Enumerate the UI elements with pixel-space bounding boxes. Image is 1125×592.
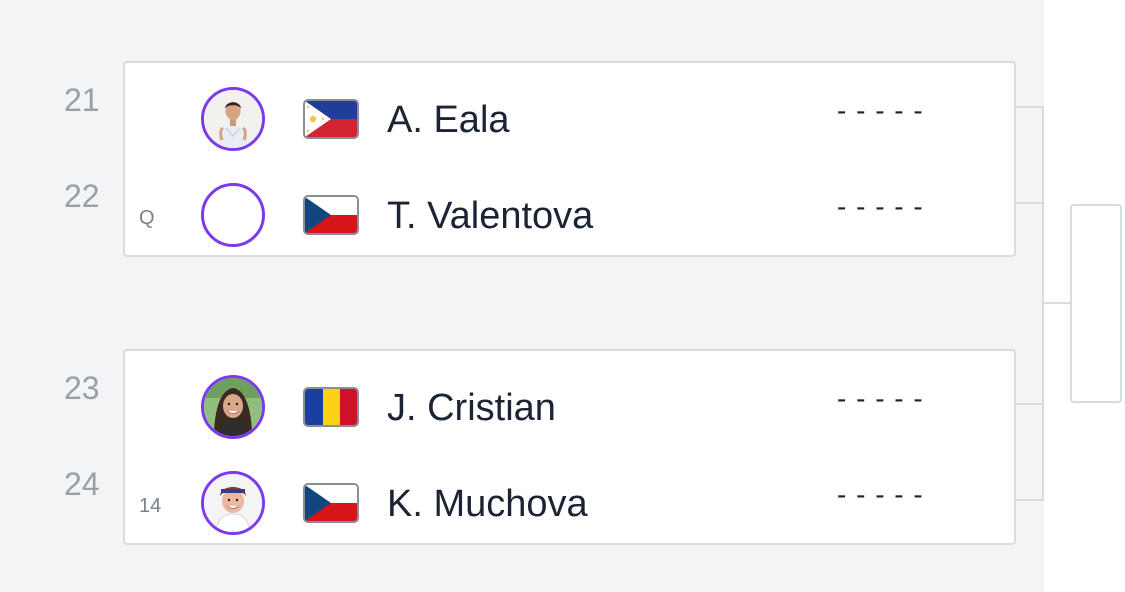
player-avatar[interactable] xyxy=(201,375,265,439)
draw-number: 24 xyxy=(64,466,100,502)
score-placeholder: - - - - - xyxy=(837,95,924,126)
czech-flag-icon xyxy=(303,195,359,235)
philippines-flag-icon xyxy=(303,99,359,139)
player-name[interactable]: T. Valentova xyxy=(387,195,594,237)
player-avatar[interactable] xyxy=(201,87,265,151)
seed-label: Q xyxy=(139,207,155,229)
player-row[interactable]: J. Cristian - - - - - xyxy=(125,349,1014,445)
score-placeholder: - - - - - xyxy=(837,479,924,510)
draw-number: 21 xyxy=(64,82,100,118)
next-round-slot[interactable] xyxy=(1070,204,1122,403)
empty-avatar[interactable] xyxy=(201,183,265,247)
player-name[interactable]: J. Cristian xyxy=(387,387,556,429)
player-name[interactable]: A. Eala xyxy=(387,99,510,141)
seed-label: 14 xyxy=(139,495,162,517)
draw-number: 23 xyxy=(64,370,100,406)
player-row[interactable]: A. Eala - - - - - xyxy=(125,61,1014,157)
player-row[interactable]: 14 K. Muc xyxy=(125,445,1014,541)
romania-flag-icon xyxy=(303,387,359,427)
score-placeholder: - - - - - xyxy=(837,191,924,222)
player-row[interactable]: Q T. Valentova - - - - - xyxy=(125,157,1014,253)
czech-flag-icon xyxy=(303,483,359,523)
player-avatar[interactable] xyxy=(201,471,265,535)
player-name[interactable]: K. Muchova xyxy=(387,483,588,525)
match-card[interactable]: J. Cristian - - - - - 14 xyxy=(123,349,1016,545)
draw-number: 22 xyxy=(64,178,100,214)
match-card[interactable]: A. Eala - - - - - Q T. Valentova - - - -… xyxy=(123,61,1016,257)
score-placeholder: - - - - - xyxy=(837,383,924,414)
